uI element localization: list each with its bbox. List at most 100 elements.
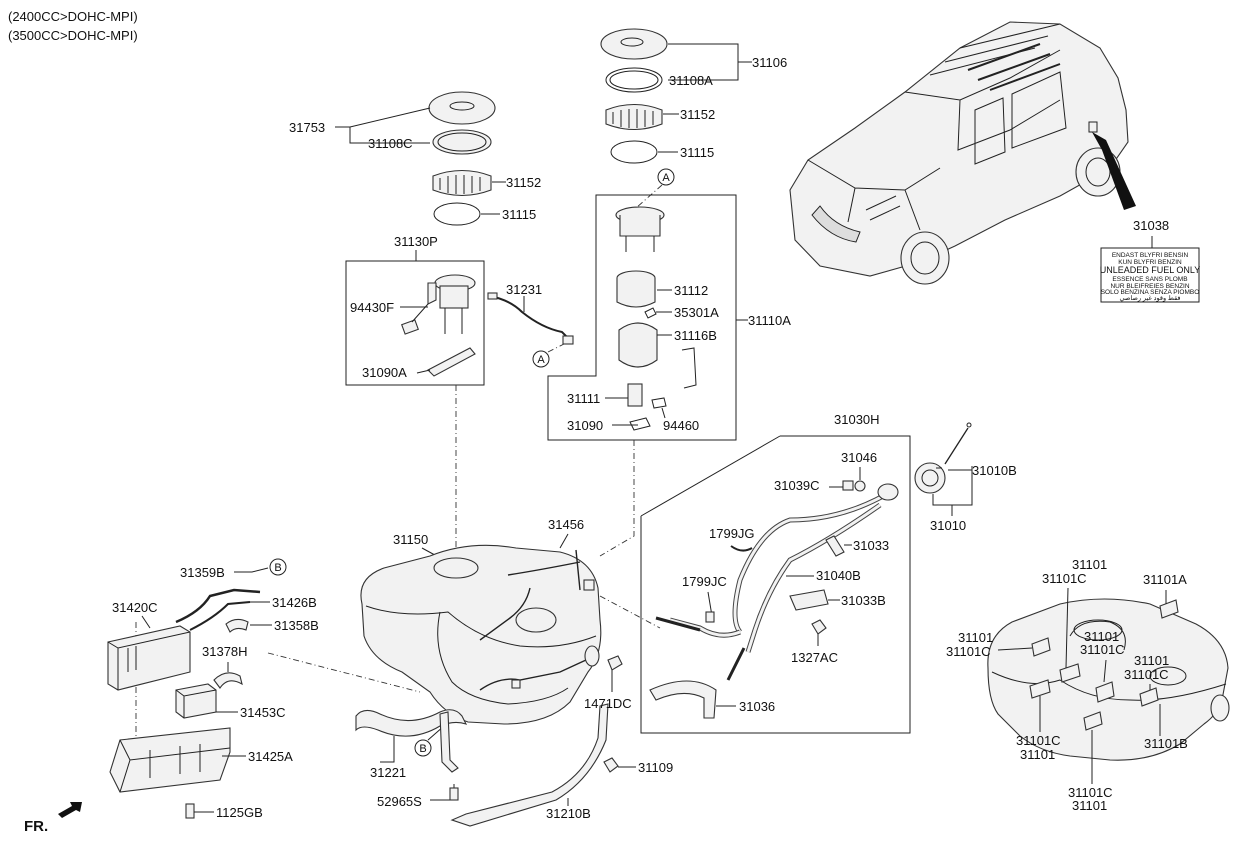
part-label-31101c[interactable]: 31101C	[1080, 642, 1125, 657]
nut-31109[interactable]	[603, 757, 619, 773]
gasket-ring[interactable]	[432, 129, 492, 155]
callout-b-marker[interactable]	[414, 739, 432, 757]
tank-label-diagram[interactable]	[987, 598, 1230, 761]
part-label-31109[interactable]: 31109	[638, 760, 673, 775]
part-label-31101c[interactable]: 31101C	[1016, 733, 1061, 748]
lock-ring[interactable]	[605, 103, 663, 131]
fuel-sender-unit[interactable]	[401, 274, 476, 377]
part-label-31152[interactable]: 31152	[680, 107, 715, 122]
part-label-31108a[interactable]: 31108A	[669, 73, 713, 88]
callout-b-marker[interactable]	[269, 558, 287, 576]
part-label-31010b[interactable]: 31010B	[972, 463, 1017, 478]
hose-31358b[interactable]	[225, 618, 249, 633]
callout-a-marker[interactable]	[657, 168, 675, 186]
fuel-pump-module[interactable]	[615, 206, 697, 431]
part-label-31130p[interactable]: 31130P	[394, 234, 438, 249]
part-label-31101b[interactable]: 31101B	[1144, 736, 1188, 751]
lock-ring[interactable]	[432, 169, 492, 197]
part-label-31033b[interactable]: 31033B	[841, 593, 886, 608]
part-label-31116b[interactable]: 31116B	[674, 328, 717, 343]
part-label-31112[interactable]: 31112	[674, 283, 708, 298]
part-label-31378h[interactable]: 31378H	[202, 644, 248, 659]
part-label-31039c[interactable]: 31039C	[774, 478, 820, 493]
tank-support-strap[interactable]	[439, 703, 609, 827]
callout-a-marker[interactable]	[532, 350, 550, 368]
part-label-31101c[interactable]: 31101C	[1124, 667, 1169, 682]
clip-31039c[interactable]	[842, 480, 854, 491]
part-label-1799jc[interactable]: 1799JC	[682, 574, 727, 589]
unleaded-fuel-label[interactable]: ENDAST BLYFRI BENSIN KUN BLYFRI BENZIN U…	[1100, 247, 1201, 303]
part-label-31152[interactable]: 31152	[506, 175, 541, 190]
part-label-31359b[interactable]: 31359B	[180, 565, 225, 580]
part-label-31110a[interactable]: 31110A	[748, 313, 791, 328]
bracket-31033b[interactable]	[789, 589, 829, 611]
tank-heat-protector[interactable]	[355, 709, 468, 737]
part-label-31221[interactable]: 31221	[370, 765, 406, 780]
part-label-31101c[interactable]: 31101C	[1042, 571, 1087, 586]
part-label-31046[interactable]: 31046	[841, 450, 877, 465]
filler-neck-assembly[interactable]	[649, 483, 899, 719]
part-label-31090a[interactable]: 31090A	[362, 365, 407, 380]
part-label-31111[interactable]: 31111	[567, 391, 600, 406]
part-label-1471dc[interactable]: 1471DC	[584, 696, 632, 711]
fuel-filler-cap[interactable]	[914, 422, 972, 494]
part-label-31036[interactable]: 31036	[739, 699, 775, 714]
part-label-31150[interactable]: 31150	[393, 532, 428, 547]
part-label-31456[interactable]: 31456	[548, 517, 584, 532]
part-label-31101[interactable]: 31101	[1072, 557, 1107, 572]
part-label-31426b[interactable]: 31426B	[272, 595, 317, 610]
part-label-31101[interactable]: 31101	[1084, 629, 1119, 644]
part-label-31425a[interactable]: 31425A	[248, 749, 293, 764]
part-label-31101[interactable]: 31101	[1072, 798, 1107, 813]
o-ring[interactable]	[433, 202, 481, 226]
front-direction-label: FR.	[24, 818, 48, 835]
part-label-31210b[interactable]: 31210B	[546, 806, 591, 821]
part-label-31010[interactable]: 31010	[930, 518, 966, 533]
part-label-31040b[interactable]: 31040B	[816, 568, 861, 583]
part-label-1125gb[interactable]: 1125GB	[216, 805, 263, 820]
part-label-1799jg[interactable]: 1799JG	[709, 526, 755, 541]
part-label-31231[interactable]: 31231	[506, 282, 542, 297]
part-label-94430f[interactable]: 94430F	[350, 300, 394, 315]
gasket-ring[interactable]	[605, 67, 663, 93]
fuel-sender-cover-plate[interactable]	[600, 28, 668, 60]
part-label-31038[interactable]: 31038	[1133, 218, 1169, 233]
part-label-31101[interactable]: 31101	[958, 630, 993, 645]
part-label-1327ac[interactable]: 1327AC	[791, 650, 838, 665]
hose-31378h[interactable]	[213, 672, 243, 689]
charcoal-canister[interactable]	[107, 625, 191, 691]
part-label-31101c[interactable]: 31101C	[1068, 785, 1113, 800]
part-label-31030h[interactable]: 31030H	[834, 412, 880, 427]
part-label-94460[interactable]: 94460	[663, 418, 699, 433]
fuel-pump-cover-plate[interactable]	[428, 91, 496, 125]
part-label-31101c[interactable]: 31101C	[946, 644, 991, 659]
sender-float-arm[interactable]	[427, 347, 476, 377]
part-label-31453c[interactable]: 31453C	[240, 705, 286, 720]
clip-1471dc[interactable]	[607, 655, 623, 671]
part-label-31101[interactable]: 31101	[1020, 747, 1055, 762]
part-label-35301a[interactable]: 35301A	[674, 305, 719, 320]
part-label-31753[interactable]: 31753	[289, 120, 325, 135]
bracket-31033[interactable]	[825, 535, 845, 557]
canister-bracket[interactable]	[109, 727, 231, 793]
fuel-sender-assembly-box	[345, 260, 485, 386]
o-ring[interactable]	[610, 140, 658, 164]
part-label-31115[interactable]: 31115	[680, 145, 714, 160]
part-label-31108c[interactable]: 31108C	[368, 136, 413, 151]
part-label-31106[interactable]: 31106	[752, 55, 787, 70]
part-label-31090[interactable]: 31090	[567, 418, 603, 433]
nut-1327ac[interactable]	[811, 619, 827, 635]
part-label-31101a[interactable]: 31101A	[1143, 572, 1187, 587]
part-label-31115[interactable]: 31115	[502, 207, 536, 222]
part-label-31101[interactable]: 31101	[1134, 653, 1169, 668]
filler-hose[interactable]	[649, 680, 717, 719]
bolt-1125gb[interactable]	[185, 803, 195, 819]
part-label-31033[interactable]: 31033	[853, 538, 889, 553]
part-label-52965s[interactable]: 52965S	[377, 794, 422, 809]
canister-filter[interactable]	[175, 683, 217, 719]
part-label-31420c[interactable]: 31420C	[112, 600, 158, 615]
fuel-tank[interactable]	[360, 544, 602, 725]
cap-31046[interactable]	[854, 480, 866, 492]
part-label-31358b[interactable]: 31358B	[274, 618, 319, 633]
fuel-label-line-2: KUN BLYFRI BENZIN	[1118, 259, 1182, 266]
